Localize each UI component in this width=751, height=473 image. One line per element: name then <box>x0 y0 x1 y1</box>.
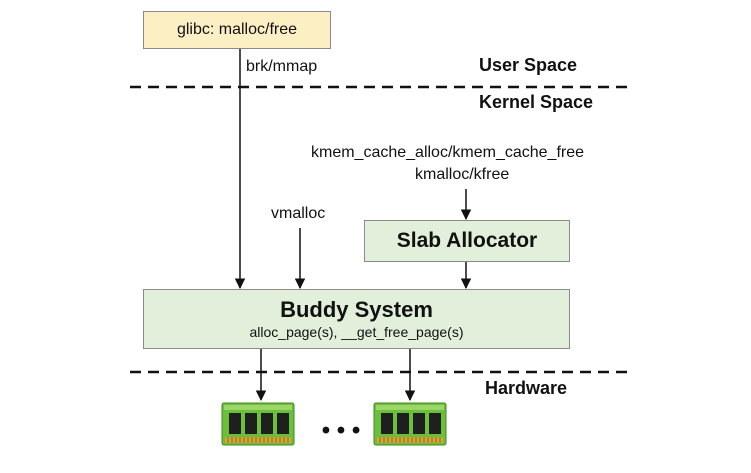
kernel-space-label: Kernel Space <box>479 92 594 112</box>
ram-module-icon <box>373 402 447 446</box>
kmalloc-label: kmalloc/kfree <box>415 166 510 183</box>
glibc-box: glibc: malloc/free <box>143 11 331 49</box>
vmalloc-label: vmalloc <box>271 205 326 222</box>
hardware-label: Hardware <box>485 378 568 398</box>
slab-allocator-title: Slab Allocator <box>396 229 538 252</box>
slab-allocator-box: Slab Allocator <box>364 220 570 262</box>
kmem-cache-label: kmem_cache_alloc/kmem_cache_free <box>311 144 585 161</box>
buddy-system-subtitle: alloc_page(s), __get_free_page(s) <box>249 324 464 340</box>
buddy-system-box: Buddy System alloc_page(s), __get_free_p… <box>143 289 570 349</box>
ellipsis: • • • <box>322 417 361 444</box>
glibc-label: glibc: malloc/free <box>176 21 298 38</box>
buddy-system-title: Buddy System <box>280 297 433 322</box>
user-space-label: User Space <box>479 55 578 75</box>
ram-module-icon <box>221 402 295 446</box>
brk-mmap-label: brk/mmap <box>246 58 318 75</box>
